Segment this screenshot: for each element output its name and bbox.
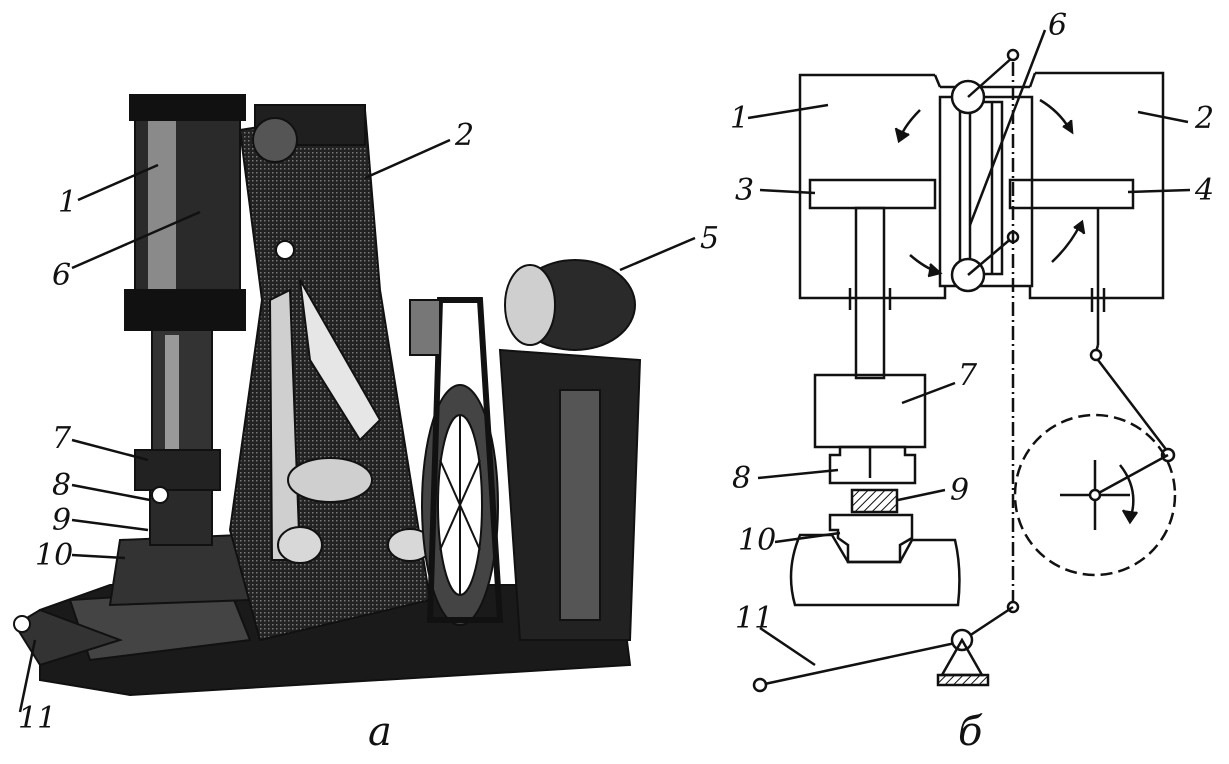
- figure-b-leaders: [747, 29, 1191, 667]
- b-label-1: 1: [730, 101, 749, 136]
- b-label-8: 8: [732, 461, 751, 496]
- piston-3: [808, 178, 937, 210]
- b-label-9: 9: [950, 473, 969, 508]
- cylinder-1-outline: [798, 73, 947, 300]
- a-label-2: 2: [454, 118, 474, 153]
- crank-circle: [1013, 413, 1177, 577]
- ram-rod: [151, 329, 213, 461]
- a-label-1: 1: [58, 185, 77, 220]
- ram-7-block: [813, 373, 927, 449]
- upper-die-8: [828, 445, 917, 485]
- piston-4: [1008, 178, 1135, 210]
- a-label-7: 7: [52, 421, 72, 456]
- cylinder-2-outline: [1028, 71, 1165, 300]
- a-label-5: 5: [700, 221, 719, 256]
- anvil-base: [789, 533, 961, 607]
- lower-die-10: [828, 513, 914, 564]
- b-label-3: 3: [735, 173, 754, 208]
- pedal-lever-11: [759, 640, 961, 687]
- a-label-8: 8: [52, 468, 71, 503]
- figure-b-labels: 1 2 3 4 6 7 8 9 10 11 б: [730, 8, 1214, 755]
- b-label-7: 7: [958, 358, 978, 393]
- figure-a-labels: 1 2 5 6 7 8 9 10 11 а: [18, 118, 719, 755]
- b-label-10: 10: [738, 523, 776, 558]
- figure-a-caption: а: [368, 709, 392, 755]
- a-label-9: 9: [52, 503, 71, 538]
- a-label-6: 6: [52, 258, 71, 293]
- b-label-4: 4: [1194, 173, 1214, 208]
- figure-a-drawing: [13, 94, 642, 697]
- b-label-6: 6: [1048, 8, 1067, 43]
- workpiece-9: [850, 488, 899, 514]
- a-label-10: 10: [35, 538, 73, 573]
- b-label-2: 2: [1194, 101, 1214, 136]
- b-label-11: 11: [735, 601, 773, 636]
- figure-b-caption: б: [958, 709, 983, 755]
- ram-7: [134, 449, 221, 491]
- figure-b-schematic: [752, 48, 1177, 693]
- a-label-11: 11: [18, 701, 56, 736]
- figure-a-leaders: [18, 138, 696, 713]
- valve-chamber: [938, 95, 1034, 288]
